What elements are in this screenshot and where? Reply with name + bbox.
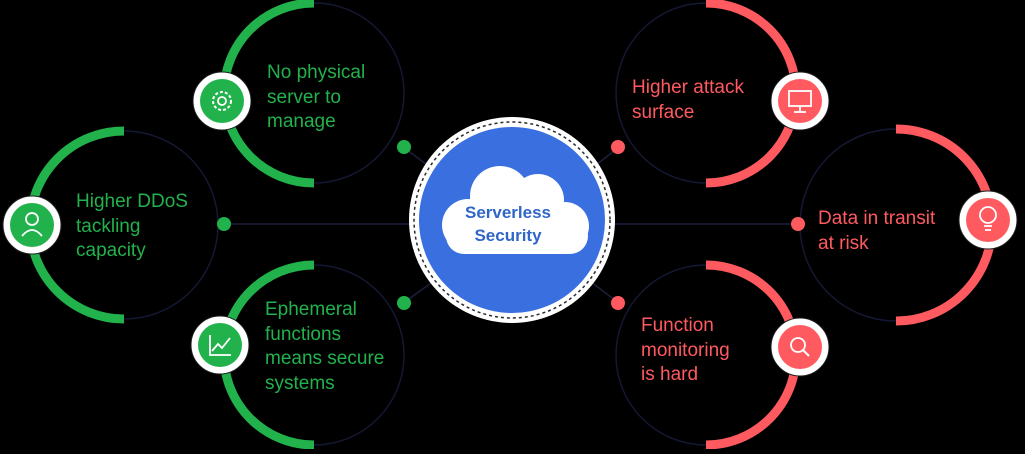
dot-middle-left xyxy=(217,217,231,231)
dot-bottom-right xyxy=(611,296,625,310)
benefit-label-ddos-capacity: Higher DDoS tackling capacity xyxy=(76,191,188,261)
risk-label-function-monitoring: Function monitoring is hard xyxy=(641,315,730,385)
trend-chart-icon xyxy=(190,315,250,375)
benefit-label-no-physical-server: No physical server to manage xyxy=(267,62,366,132)
monitor-icon xyxy=(770,71,830,131)
dot-top-left xyxy=(397,140,411,154)
center-title-line2: Security xyxy=(474,226,542,245)
benefit-icon-badges xyxy=(2,71,252,375)
gear-icon xyxy=(192,71,252,131)
user-icon xyxy=(2,195,62,255)
risk-label-data-in-transit: Data in transit at risk xyxy=(818,208,936,254)
lightbulb-icon xyxy=(958,190,1018,250)
benefit-label-ephemeral-functions: Ephemeral functions means secure systems xyxy=(265,299,385,394)
dot-top-right xyxy=(611,140,625,154)
center-title-line1: Serverless xyxy=(465,203,551,222)
dot-middle-right xyxy=(791,217,805,231)
risk-label-attack-surface: Higher attack surface xyxy=(632,77,744,123)
connector-dots xyxy=(217,140,805,310)
center-hub: Serverless Security xyxy=(409,117,615,323)
magnifier-icon xyxy=(770,317,830,377)
cloud-icon xyxy=(442,166,589,254)
dot-bottom-left xyxy=(397,296,411,310)
risk-icon-badges xyxy=(770,71,1018,377)
